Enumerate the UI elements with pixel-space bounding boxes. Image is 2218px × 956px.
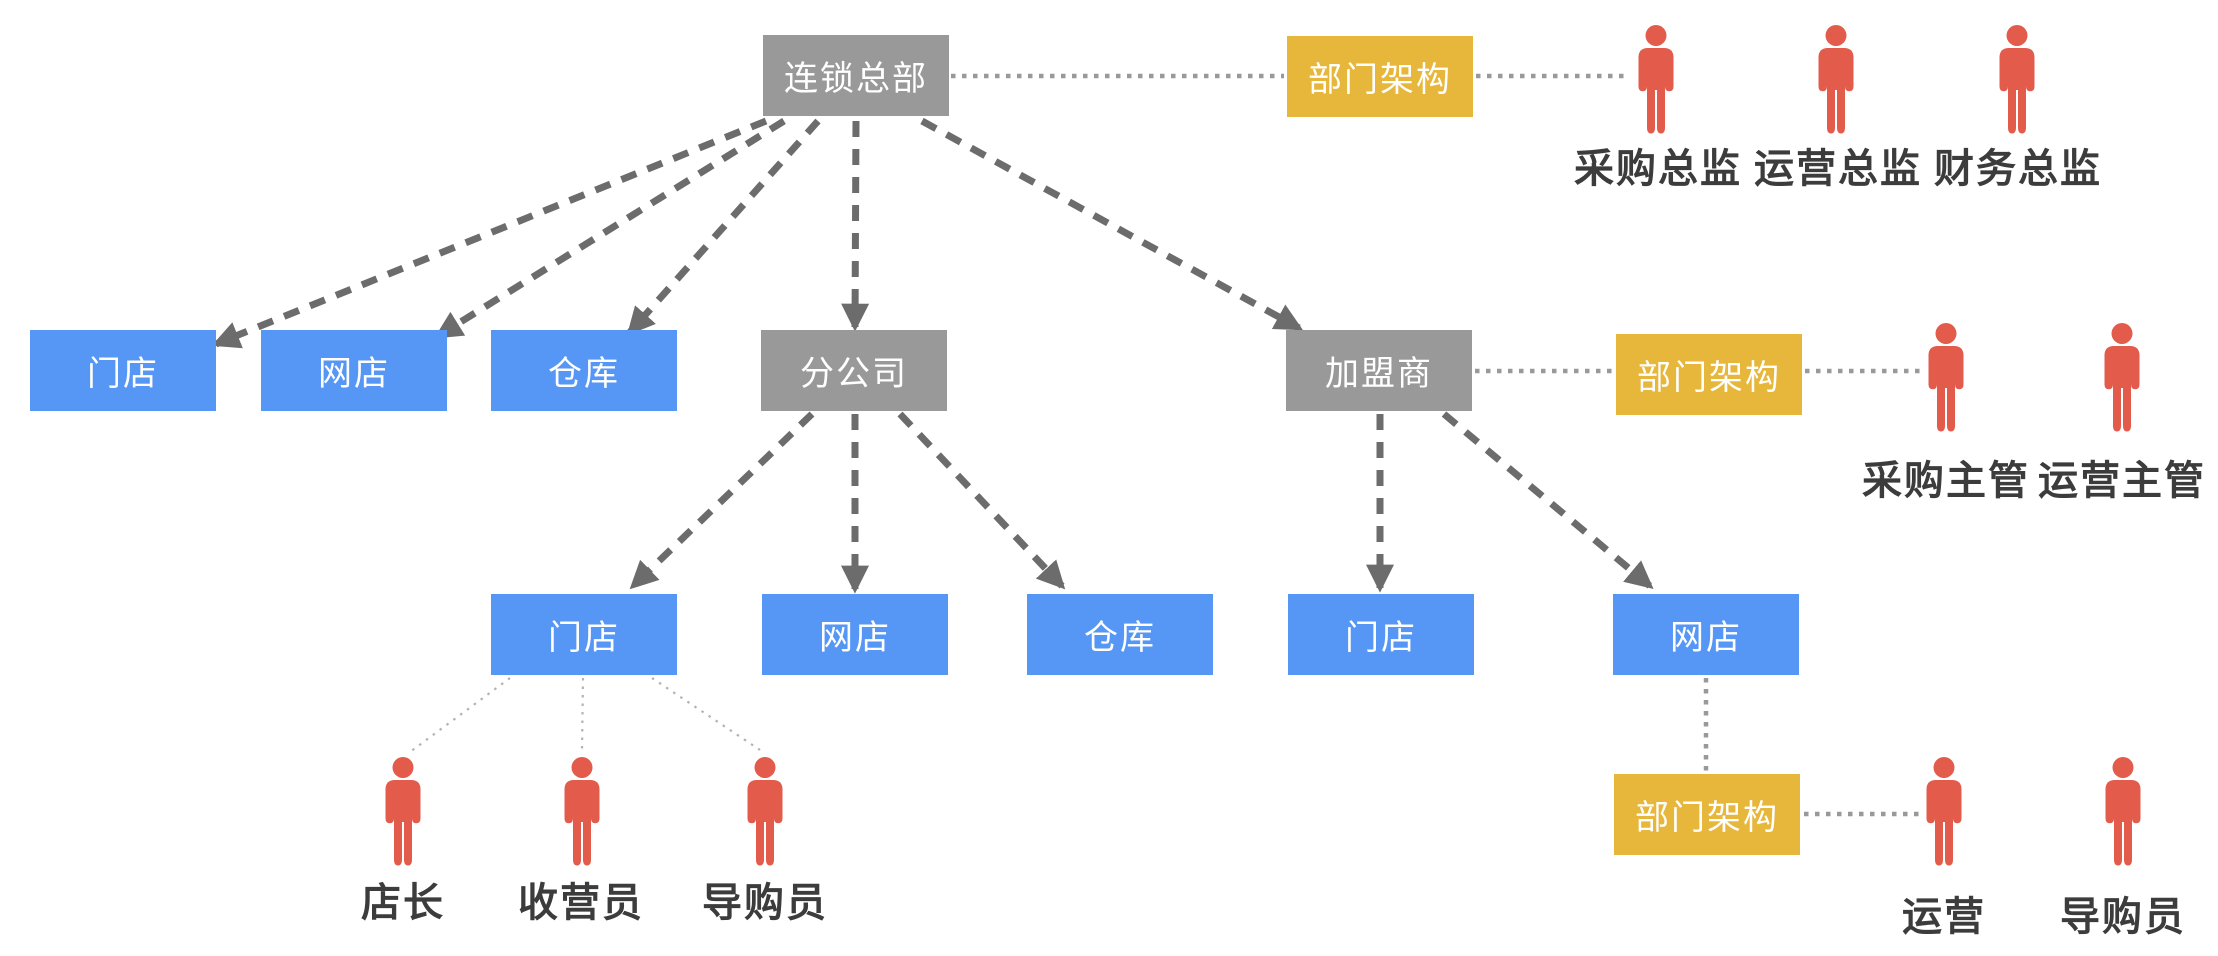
person-icon-cashier[interactable]	[564, 757, 600, 866]
node-hq-online-store[interactable]: 网店	[261, 330, 447, 411]
node-franchisee-dept[interactable]: 部门架构	[1616, 334, 1802, 415]
role-label-shopping-guide: 导购员	[702, 881, 828, 925]
connector-branch-store	[629, 411, 815, 590]
node-hq-warehouse[interactable]: 仓库	[491, 330, 677, 411]
connector-hq-online-store	[434, 118, 786, 339]
node-branch-warehouse[interactable]: 仓库	[1027, 594, 1213, 675]
role-label-operations-director: 运营总监	[1754, 147, 1922, 191]
node-hq-dept[interactable]: 部门架构	[1287, 36, 1473, 117]
person-icon-purchasing-supervisor[interactable]	[1928, 323, 1964, 432]
connector-hq-franchisee	[920, 117, 1304, 332]
role-label-store-manager: 店长	[361, 881, 445, 925]
connector-store-guide	[651, 677, 761, 751]
role-label-operations: 运营	[1902, 895, 1986, 939]
node-hq[interactable]: 连锁总部	[763, 35, 949, 116]
person-icon-operations[interactable]	[1926, 757, 1962, 866]
person-icon-operations-director[interactable]	[1818, 25, 1854, 134]
node-franchisee-store[interactable]: 门店	[1288, 594, 1474, 675]
connector-store-manager	[409, 677, 511, 753]
role-label-cashier: 收营员	[518, 881, 644, 925]
role-label-online-guide: 导购员	[2060, 895, 2186, 939]
role-label-operations-supervisor: 运营主管	[2038, 459, 2206, 503]
node-franchisee[interactable]: 加盟商	[1286, 330, 1472, 411]
node-branch-store[interactable]: 门店	[491, 594, 677, 675]
person-icon-purchasing-director[interactable]	[1638, 25, 1674, 134]
role-label-purchasing-director: 采购总监	[1574, 147, 1742, 191]
person-icon-operations-supervisor[interactable]	[2104, 323, 2140, 432]
connector-hq-store	[211, 117, 768, 349]
node-online-store-dept[interactable]: 部门架构	[1614, 774, 1800, 855]
node-branch-online-store[interactable]: 网店	[762, 594, 948, 675]
connector-branch-warehouse	[897, 411, 1066, 590]
node-franchisee-online-store[interactable]: 网店	[1613, 594, 1799, 675]
node-branch[interactable]: 分公司	[761, 330, 947, 411]
connector-store-cashier	[580, 677, 585, 751]
node-hq-store[interactable]: 门店	[30, 330, 216, 411]
connector-hq-branch	[841, 120, 870, 332]
person-icon-online-guide[interactable]	[2105, 757, 2141, 866]
connector-franchisee-online-store	[1441, 411, 1654, 589]
connector-hq-warehouse	[626, 118, 821, 336]
person-icon-store-manager[interactable]	[385, 757, 421, 866]
role-label-finance-director: 财务总监	[1934, 147, 2102, 191]
person-icon-shopping-guide[interactable]	[747, 757, 783, 866]
role-label-purchasing-supervisor: 采购主管	[1862, 459, 2030, 503]
person-icon-finance-director[interactable]	[1999, 25, 2035, 134]
